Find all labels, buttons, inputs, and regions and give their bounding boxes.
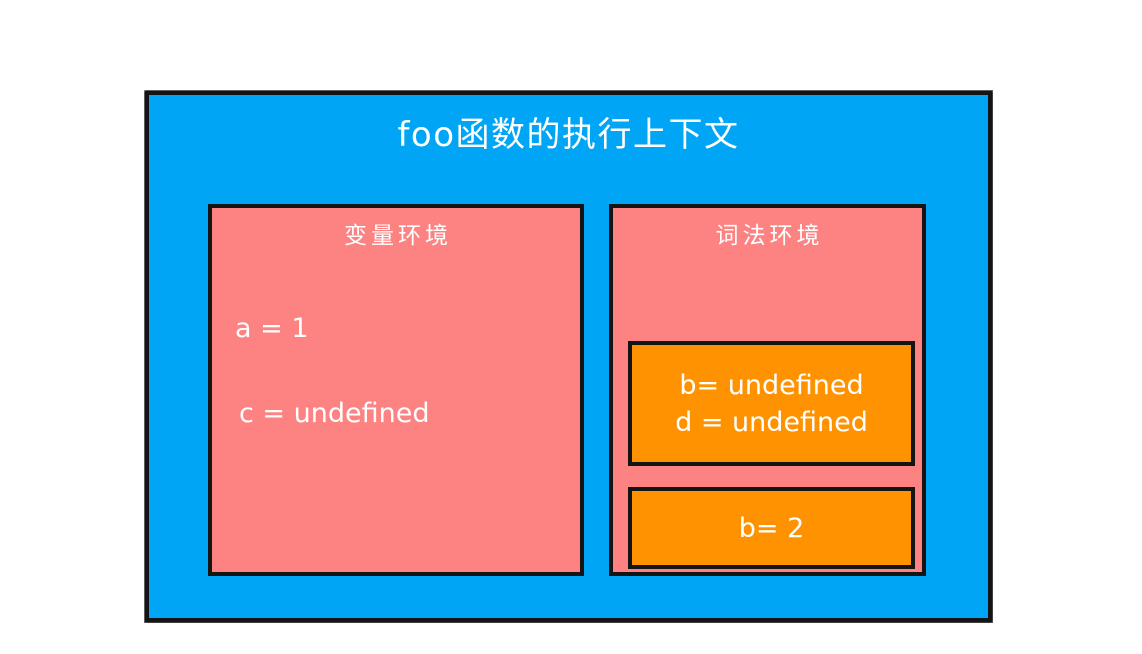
lexical-environment-panel: 词法环境 b= undefined d = undefined b= 2 <box>609 204 926 576</box>
variable-environment-panel: 变量环境 a = 1 c = undefined <box>208 204 584 576</box>
execution-context-title: foo函数的执行上下文 <box>397 115 740 155</box>
lexical-environment-title: 词法环境 <box>715 223 824 249</box>
variable-entry-a: a = 1 <box>235 313 309 344</box>
lexical-scope-block-hoisted: b= undefined d = undefined <box>628 341 915 466</box>
execution-context-container: foo函数的执行上下文 变量环境 a = 1 c = undefined 词法环… <box>145 91 992 622</box>
scope-entry-d-undefined: d = undefined <box>675 406 868 438</box>
lexical-scope-block-assigned: b= 2 <box>628 487 915 569</box>
scope-entry-b-2: b= 2 <box>738 512 805 544</box>
scope-entry-b-undefined: b= undefined <box>679 369 864 401</box>
variable-environment-title: 变量环境 <box>344 223 452 249</box>
variable-entry-c: c = undefined <box>239 398 430 429</box>
